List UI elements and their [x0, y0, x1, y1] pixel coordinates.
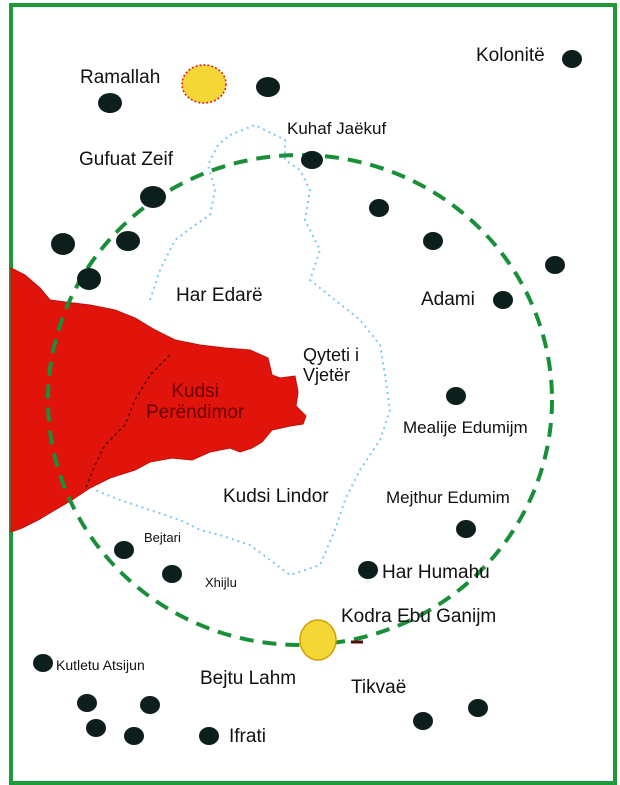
settlement-dot — [413, 712, 433, 730]
settlement-dot — [545, 256, 565, 274]
label-kudsi-per-line2: Perëndimor — [146, 401, 245, 423]
label-kudsi-perendimor: Kudsi Perëndimor — [146, 381, 245, 424]
label-qyteti-line2: Vjetër — [303, 364, 351, 385]
settlement-dot — [301, 151, 323, 169]
west-jerusalem-area — [10, 267, 307, 533]
label-har-edare: Har Edarë — [176, 285, 263, 306]
label-kutletu-atsijun: Kutletu Atsijun — [56, 657, 145, 673]
settlement-dot — [77, 268, 101, 290]
label-bejtu-lahm: Bejtu Lahm — [200, 668, 297, 689]
label-kudsi-per-line1: Kudsi — [171, 381, 219, 402]
settlement-dot — [162, 565, 182, 583]
label-ifrati: Ifrati — [229, 726, 266, 747]
settlement-dot — [116, 231, 140, 251]
kodra-highlight — [299, 619, 337, 661]
settlement-dot — [562, 50, 582, 68]
settlement-dot — [140, 186, 166, 208]
settlement-dot — [369, 199, 389, 217]
label-adami: Adami — [421, 289, 475, 310]
settlement-dot — [98, 93, 122, 113]
label-ramallah: Ramallah — [80, 67, 161, 88]
settlement-dot — [199, 727, 219, 745]
label-mealije-edumijm: Mealije Edumijm — [403, 418, 528, 437]
settlement-dot — [493, 291, 513, 309]
label-bejtari: Bejtari — [144, 530, 181, 545]
internal-line — [84, 354, 171, 491]
label-qyteti-line1: Qyteti i — [303, 345, 360, 365]
settlement-dot — [51, 233, 75, 255]
settlement-dot — [77, 694, 97, 712]
label-qyteti-vjeter: Qyteti i Vjetër — [303, 345, 360, 386]
settlement-dot — [446, 387, 466, 405]
label-gufuat-zeif: Gufuat Zeif — [79, 149, 173, 170]
label-kolonite: Kolonitë — [476, 45, 545, 66]
label-kodra-ebu-ganijm: Kodra Ebu Ganijm — [341, 606, 497, 627]
label-mejthur-edumim: Mejthur Edumim — [386, 488, 510, 507]
settlement-dot — [456, 520, 476, 538]
settlement-dot — [256, 77, 280, 97]
settlement-dot — [114, 541, 134, 559]
label-tikvae: Tikvaë — [351, 677, 407, 698]
label-kudsi-lindor: Kudsi Lindor — [223, 486, 329, 507]
settlement-dot — [124, 727, 144, 745]
settlement-dot — [33, 654, 53, 672]
label-xhijlu: Xhijlu — [205, 575, 237, 590]
settlement-dot — [140, 696, 160, 714]
ramallah-highlight — [181, 64, 227, 104]
settlements — [33, 50, 582, 745]
settlement-dot — [358, 561, 378, 579]
municipal-boundary — [46, 153, 554, 647]
settlement-dot — [86, 719, 106, 737]
label-kuhaf-jaekuf: Kuhaf Jaëkuf — [287, 119, 387, 138]
municipality-dotted-line — [94, 123, 392, 577]
settlement-dot — [468, 699, 488, 717]
label-har-humahu: Har Humahu — [382, 562, 490, 583]
settlement-dot — [423, 232, 443, 250]
